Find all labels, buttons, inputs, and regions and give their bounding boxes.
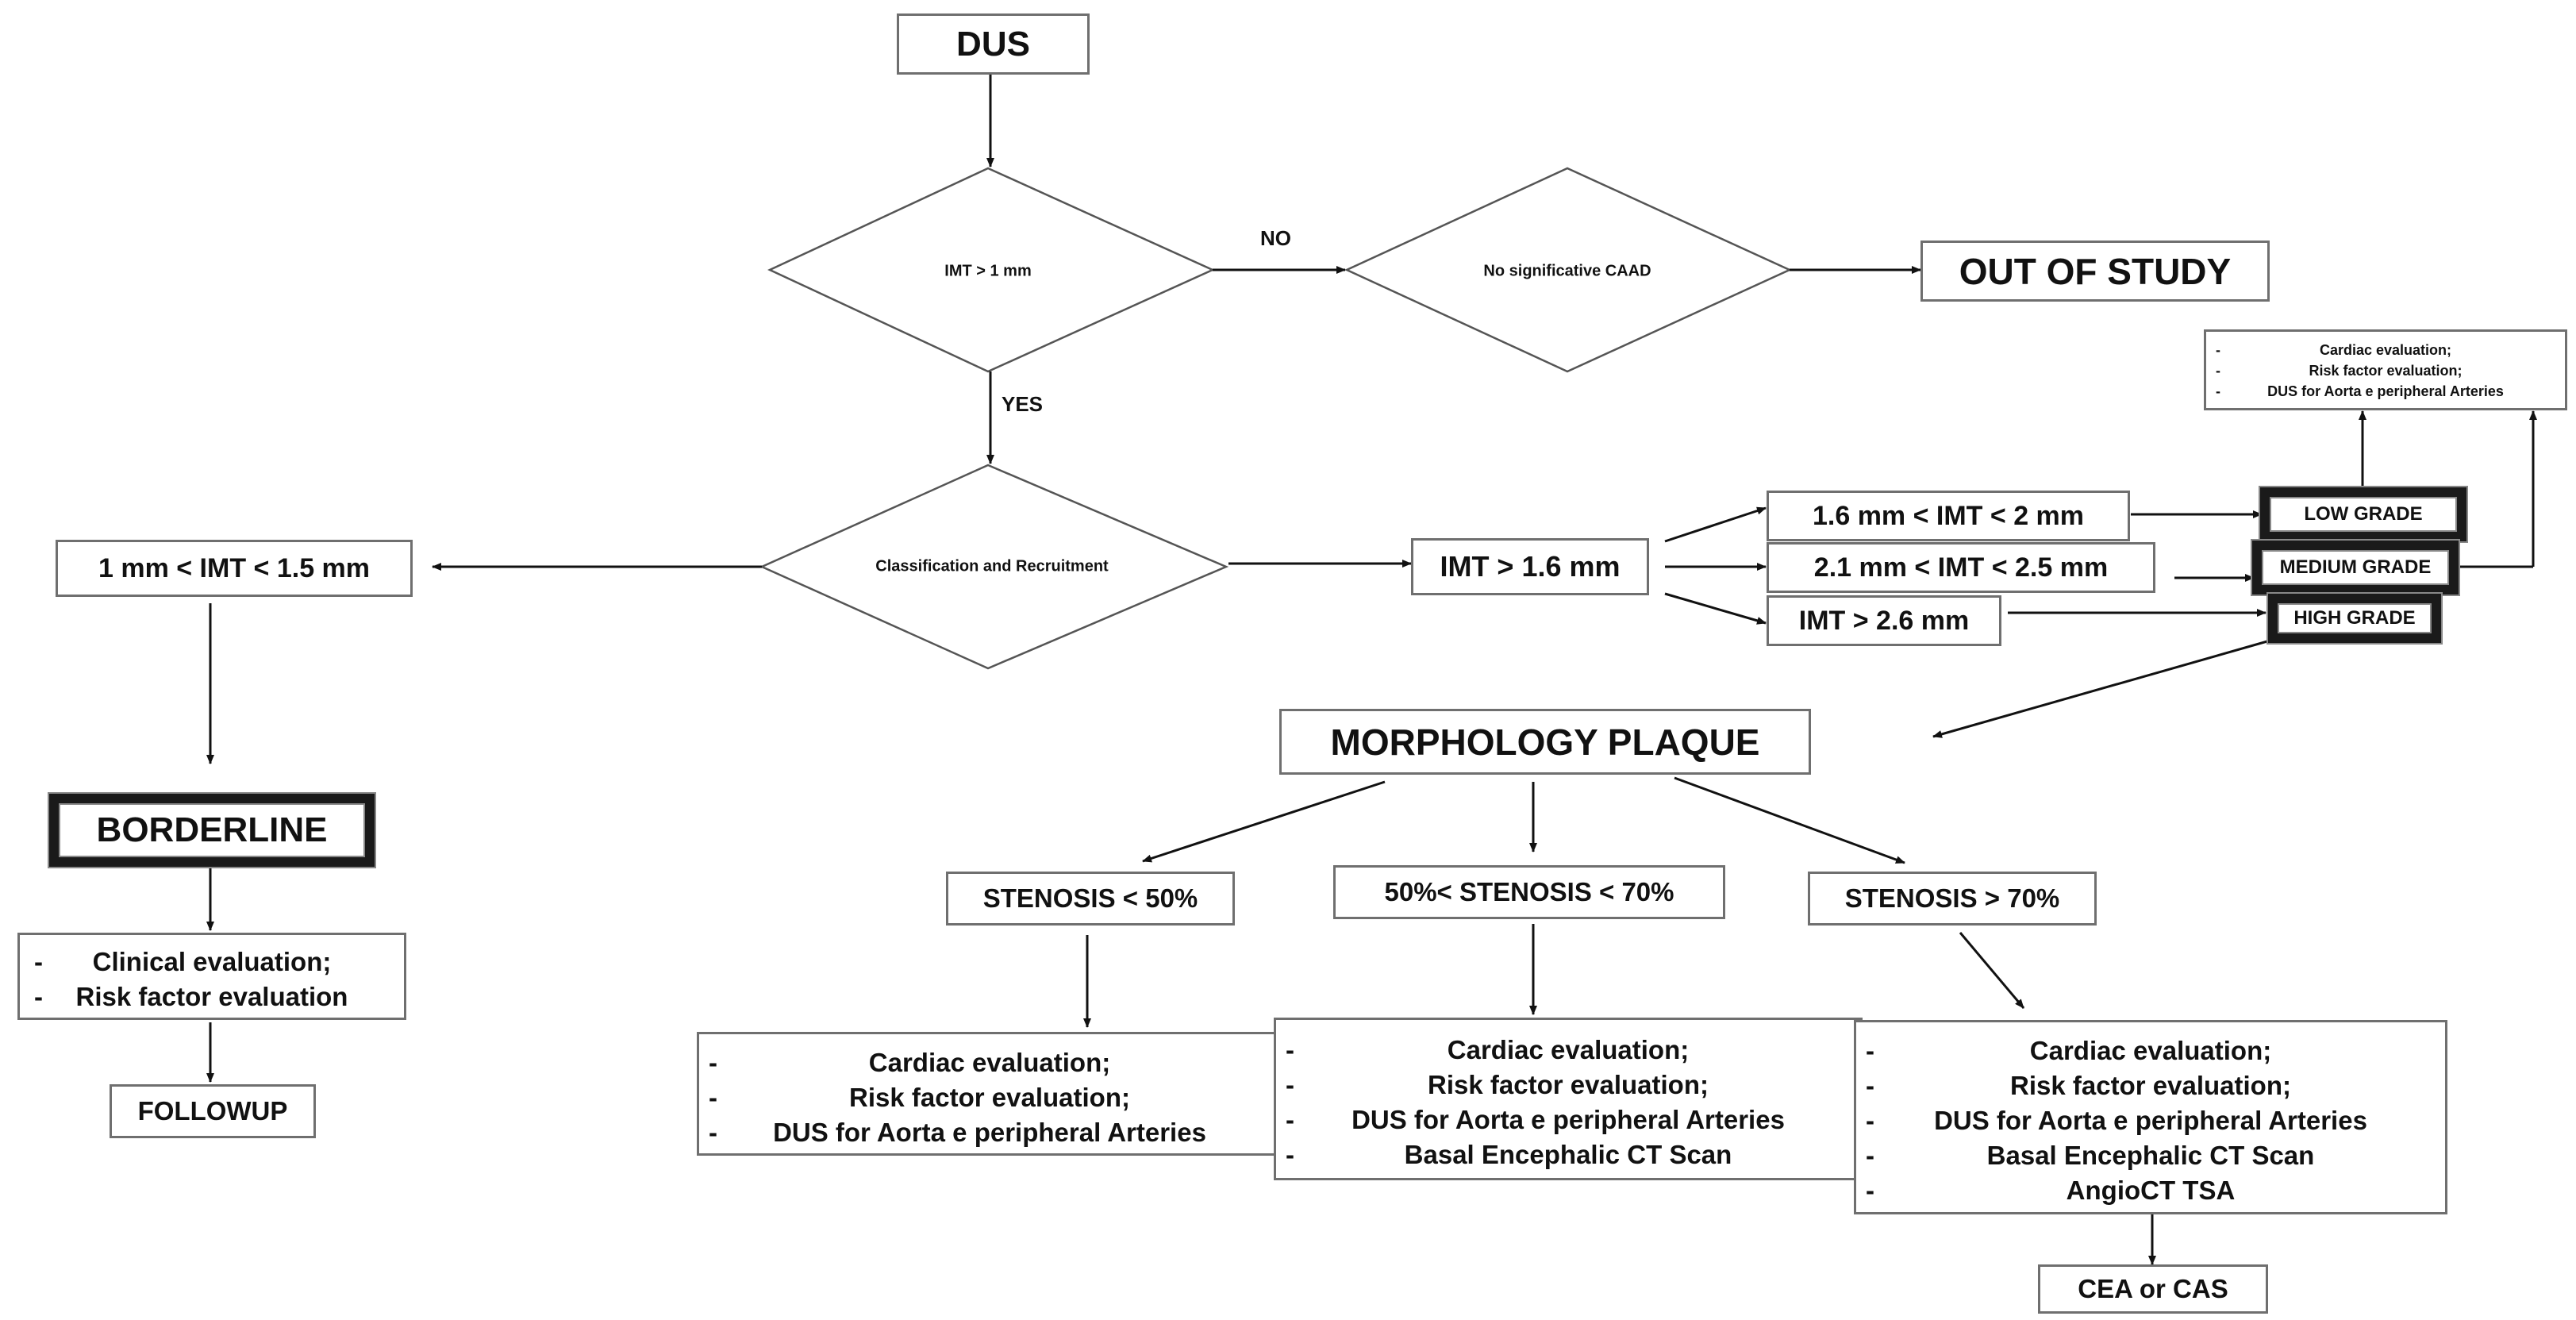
mid-eval-list: -Cardiac evaluation; -Risk factor evalua… xyxy=(1286,1033,1851,1172)
imt-decision-label: IMT > 1 mm xyxy=(944,262,1032,280)
imt-gt-16-box: IMT > 1.6 mm xyxy=(1411,538,1649,595)
imt-range-medium-box: 2.1 mm < IMT < 2.5 mm xyxy=(1767,542,2155,593)
gt70-eval-item: -Risk factor evaluation; xyxy=(1866,1071,2291,1100)
gt70-eval-item: -Cardiac evaluation; xyxy=(1866,1036,2272,1065)
gt70-eval-box: -Cardiac evaluation; -Risk factor evalua… xyxy=(1854,1020,2447,1214)
lt50-eval-item: -DUS for Aorta e peripheral Arteries xyxy=(709,1118,1206,1147)
lt50-eval-box: -Cardiac evaluation; -Risk factor evalua… xyxy=(697,1032,1282,1156)
edge-high-morphology xyxy=(1932,633,2290,738)
borderline-eval-item: -Risk factor evaluation xyxy=(34,982,348,1011)
mid-eval-item: -DUS for Aorta e peripheral Arteries xyxy=(1286,1105,1785,1134)
edge-label-yes: YES xyxy=(1002,392,1044,416)
borderline-eval-item: -Clinical evaluation; xyxy=(34,947,332,976)
grade-eval-box: -Cardiac evaluation; -Risk factor evalua… xyxy=(2204,329,2567,410)
imt-gt-26-box: IMT > 2.6 mm xyxy=(1767,595,2001,646)
high-grade-box: HIGH GRADE xyxy=(2268,594,2441,643)
gt70-eval-list: -Cardiac evaluation; -Risk factor evalua… xyxy=(1866,1033,2436,1208)
lt50-eval-item: -Risk factor evaluation; xyxy=(709,1083,1130,1112)
edge-gt70-eval xyxy=(1959,932,2025,1009)
imt-range-low-box: 1.6 mm < IMT < 2 mm xyxy=(1767,491,2130,541)
lt50-eval-item: -Cardiac evaluation; xyxy=(709,1048,1111,1077)
borderline-eval-box: -Clinical evaluation; -Risk factor evalu… xyxy=(17,933,406,1020)
morphology-box: MORPHOLOGY PLAQUE xyxy=(1279,709,1811,775)
mid-eval-item: -Risk factor evaluation; xyxy=(1286,1070,1709,1099)
gt70-eval-item: -AngioCT TSA xyxy=(1866,1176,2236,1205)
no-caad-label: No significative CAAD xyxy=(1483,262,1651,280)
edge-morph-gt70 xyxy=(1674,776,1905,864)
edge-label-no: NO xyxy=(1260,226,1291,250)
cea-cas-box: CEA or CAS xyxy=(2038,1264,2268,1314)
grade-eval-item: -Cardiac evaluation; xyxy=(2216,342,2452,358)
edge-morph-lt50 xyxy=(1142,780,1386,863)
grade-eval-list: -Cardiac evaluation; -Risk factor evalua… xyxy=(2216,340,2555,402)
no-caad-diamond xyxy=(1344,167,1793,373)
out-of-study-box: OUT OF STUDY xyxy=(1920,241,2270,302)
dus-box: DUS xyxy=(897,13,1090,75)
gt70-eval-item: -Basal Encephalic CT Scan xyxy=(1866,1141,2315,1170)
mid-eval-item: -Cardiac evaluation; xyxy=(1286,1035,1690,1064)
imt-borderline-range-box: 1 mm < IMT < 1.5 mm xyxy=(56,540,413,597)
stenosis-gt70-box: STENOSIS > 70% xyxy=(1808,872,2097,926)
classification-label: Classification and Recruitment xyxy=(875,557,1109,575)
stenosis-lt50-box: STENOSIS < 50% xyxy=(946,872,1235,926)
classification-diamond xyxy=(759,464,1229,670)
edge-imt16-low xyxy=(1664,506,1767,543)
grade-eval-item: -DUS for Aorta e peripheral Arteries xyxy=(2216,383,2504,399)
borderline-box: BORDERLINE xyxy=(49,794,375,867)
grade-eval-item: -Risk factor evaluation; xyxy=(2216,363,2463,379)
medium-grade-box: MEDIUM GRADE xyxy=(2252,541,2459,595)
gt70-eval-item: -DUS for Aorta e peripheral Arteries xyxy=(1866,1106,2367,1135)
mid-eval-box: -Cardiac evaluation; -Risk factor evalua… xyxy=(1274,1018,1863,1180)
followup-box: FOLLOWUP xyxy=(110,1084,316,1138)
lt50-eval-list: -Cardiac evaluation; -Risk factor evalua… xyxy=(709,1045,1271,1150)
imt-decision-diamond xyxy=(767,167,1216,373)
mid-eval-item: -Basal Encephalic CT Scan xyxy=(1286,1140,1732,1169)
stenosis-50-70-box: 50%< STENOSIS < 70% xyxy=(1333,865,1725,919)
low-grade-box: LOW GRADE xyxy=(2260,487,2466,541)
borderline-eval-list: -Clinical evaluation; -Risk factor evalu… xyxy=(34,945,390,1014)
edge-imt16-high xyxy=(1664,592,1767,625)
